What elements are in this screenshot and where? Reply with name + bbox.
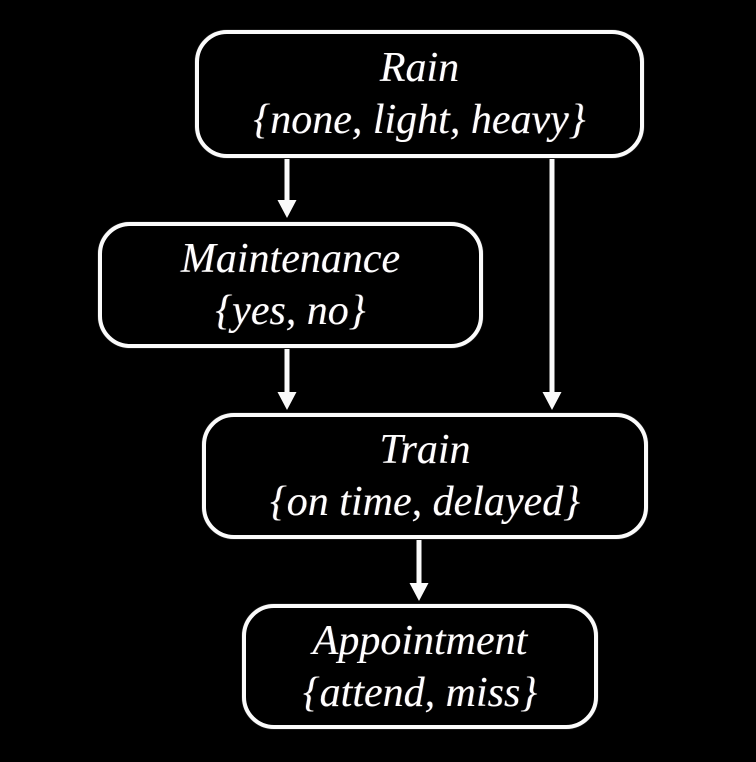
node-train-values: {on time, delayed} — [270, 479, 580, 525]
edge-train-to-appointment-arrow — [409, 540, 429, 601]
node-appointment-label: Appointment — [312, 617, 528, 664]
node-train-label: Train — [379, 427, 471, 473]
node-maintenance-values: {yes, no} — [215, 288, 366, 334]
edge-rain-to-train-arrow — [542, 159, 562, 410]
node-rain-values: {none, light, heavy} — [253, 97, 586, 143]
node-maintenance-label: Maintenance — [180, 236, 401, 282]
edge-rain-to-maintenance-arrow — [277, 159, 297, 218]
node-appointment: Appointment {attend, miss} — [242, 604, 598, 729]
node-rain: Rain {none, light, heavy} — [195, 30, 644, 158]
node-appointment-values: {attend, miss} — [302, 669, 538, 716]
node-rain-label: Rain — [379, 45, 460, 91]
node-maintenance: Maintenance {yes, no} — [98, 222, 483, 348]
node-train: Train {on time, delayed} — [202, 413, 648, 539]
edge-maintenance-to-train-arrow — [277, 349, 297, 410]
